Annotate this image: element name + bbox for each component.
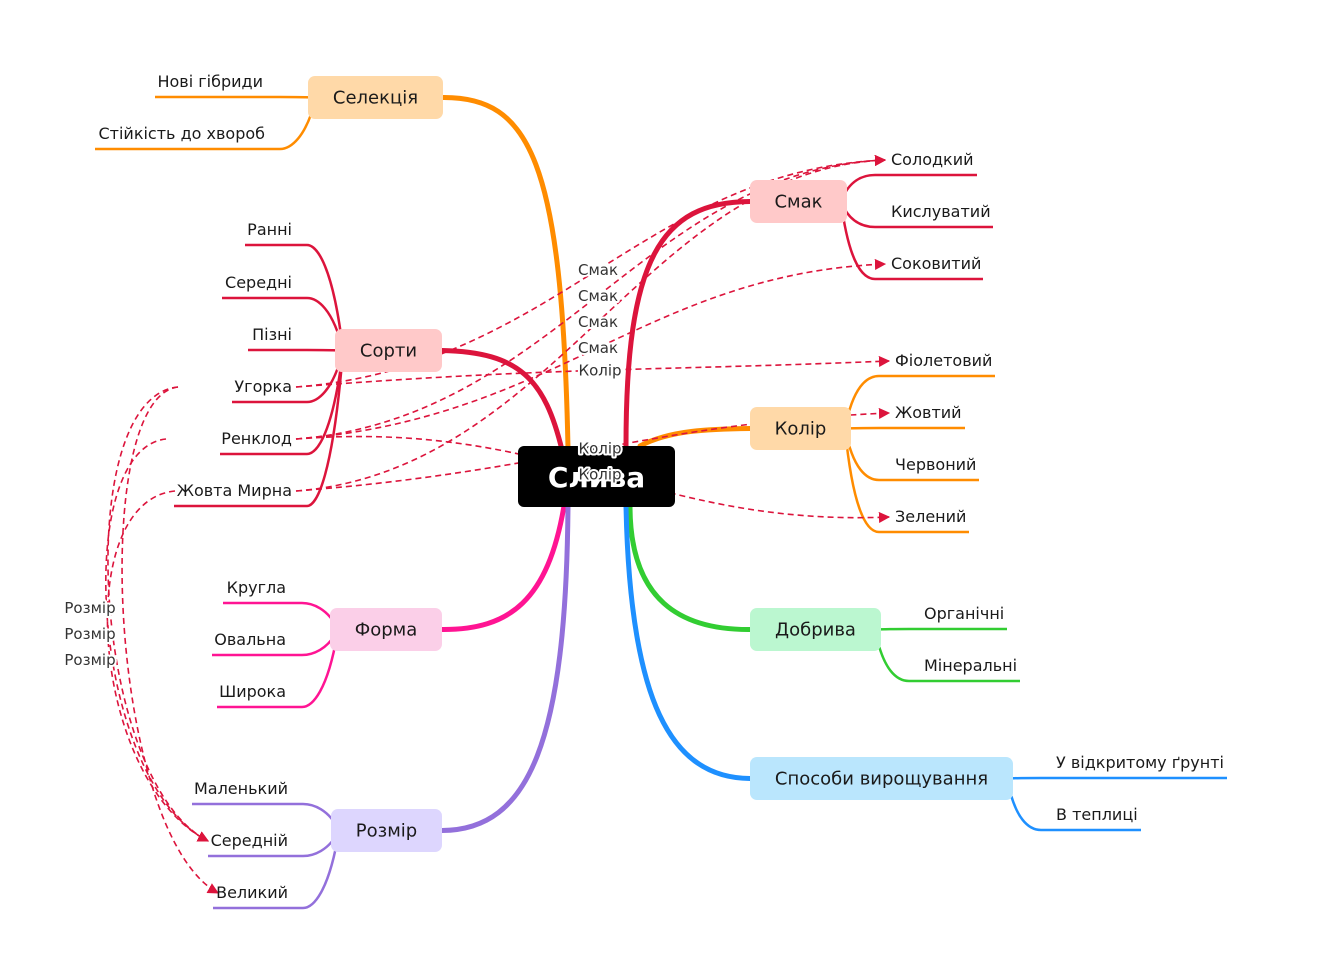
relation-4[interactable] — [295, 355, 891, 388]
topic-fertilizers-box — [750, 608, 881, 651]
leaf-selection-1[interactable]: Стійкість до хвороб — [98, 124, 265, 143]
leaf-color-1[interactable]: Жовтий — [895, 403, 962, 422]
leaf-color-2[interactable]: Червоний — [895, 455, 976, 474]
leaf-varieties-2[interactable]: Пізні — [252, 325, 292, 344]
topic-methods-label: Способи вирощування — [775, 769, 988, 790]
connector-methods-0 — [1006, 776, 1227, 780]
relation-3-label: Смак — [578, 339, 618, 357]
leaf-shape-1[interactable]: Овальна — [214, 630, 286, 649]
topic-color-label: Колір — [775, 419, 827, 440]
branch-varieties — [439, 348, 565, 453]
root-node[interactable]: Слива — [518, 446, 675, 507]
topic-size-box — [331, 809, 442, 852]
topic-methods[interactable]: Способи вирощування — [750, 757, 1013, 800]
topic-size-label: Розмір — [356, 821, 417, 842]
leaf-fertilizers-0[interactable]: Органічні — [924, 604, 1004, 623]
branch-color — [637, 426, 753, 449]
branch-shape — [439, 503, 567, 633]
leaf-size-2[interactable]: Великий — [216, 883, 288, 902]
relation-9[interactable] — [106, 490, 209, 842]
leaf-taste-2[interactable]: Соковитий — [891, 254, 981, 273]
relation-1-label: Смак — [578, 287, 618, 305]
connector-varieties-2 — [248, 348, 344, 352]
topic-selection-box — [308, 76, 443, 119]
relation-7-label: Розмір — [64, 599, 115, 617]
connector-size-0 — [192, 802, 341, 832]
topic-methods-box — [750, 757, 1013, 800]
leaf-size-0[interactable]: Маленький — [194, 779, 288, 798]
topic-varieties-box — [335, 329, 442, 372]
topic-taste-label: Смак — [774, 192, 822, 213]
connector-fertilizers-0 — [874, 627, 1007, 631]
leaf-methods-0[interactable]: У відкритому ґрунті — [1056, 753, 1224, 772]
branch-taste — [623, 199, 753, 449]
leaf-color-0[interactable]: Фіолетовий — [895, 351, 992, 370]
leaf-taste-0[interactable]: Солодкий — [891, 150, 974, 169]
leaf-shape-0[interactable]: Кругла — [227, 578, 286, 597]
leaf-varieties-5[interactable]: Жовта Мирна — [177, 481, 292, 500]
root-label: Слива — [548, 461, 645, 494]
leaf-varieties-3[interactable]: Угорка — [234, 377, 292, 396]
connector-color-1 — [844, 426, 965, 430]
leaf-methods-1[interactable]: В теплиці — [1056, 805, 1138, 824]
relation-7[interactable] — [107, 386, 209, 842]
connector-color-3 — [843, 428, 969, 534]
topic-varieties[interactable]: Сорти — [335, 329, 442, 372]
topic-selection-label: Селекція — [333, 88, 418, 109]
leaf-selection-0[interactable]: Нові гібриди — [157, 72, 263, 91]
connector-shape-0 — [223, 601, 340, 631]
relation-10[interactable] — [121, 386, 219, 894]
relation-8[interactable] — [105, 438, 209, 842]
branch-methods — [623, 503, 753, 781]
relation-2-label: Смак — [578, 313, 618, 331]
leaf-size-1[interactable]: Середній — [211, 831, 288, 850]
connector-varieties-0 — [245, 243, 345, 351]
topic-color-box — [750, 407, 851, 450]
leaf-varieties-4[interactable]: Ренклод — [221, 429, 292, 448]
branch-selection — [440, 94, 571, 451]
relation-10-label: Розмір — [64, 599, 115, 617]
leaf-shape-2[interactable]: Широка — [219, 682, 286, 701]
leaf-color-3[interactable]: Зелений — [895, 507, 966, 526]
topic-shape[interactable]: Форма — [330, 608, 442, 651]
relation-1[interactable] — [295, 154, 887, 440]
relation-9-label: Розмір — [64, 651, 115, 669]
leaf-varieties-1[interactable]: Середні — [225, 273, 292, 292]
relation-5-label: Колір — [578, 439, 621, 457]
relation-6[interactable] — [295, 435, 891, 524]
branch-fertilizers — [627, 503, 753, 633]
topic-fertilizers[interactable]: Добрива — [750, 608, 881, 651]
topic-color[interactable]: Колір — [750, 407, 851, 450]
relation-8-label: Розмір — [64, 625, 115, 643]
connector-taste-0 — [839, 173, 977, 202]
root-box — [518, 446, 675, 507]
leaf-taste-1[interactable]: Кислуватий — [891, 202, 991, 221]
topic-taste[interactable]: Смак — [750, 180, 847, 223]
relation-3[interactable] — [295, 258, 887, 440]
connector-varieties-4 — [220, 350, 345, 456]
connector-selection-0 — [155, 95, 317, 99]
topic-size[interactable]: Розмір — [331, 809, 442, 852]
connector-varieties-5 — [174, 350, 345, 508]
topic-shape-box — [330, 608, 442, 651]
topic-selection[interactable]: Селекція — [308, 76, 443, 119]
branch-size — [439, 503, 571, 833]
topic-fertilizers-label: Добрива — [775, 620, 856, 641]
leaf-varieties-0[interactable]: Ранні — [247, 220, 292, 239]
leaf-fertilizers-1[interactable]: Мінеральні — [924, 656, 1017, 675]
topic-taste-box — [750, 180, 847, 223]
relation-0-label: Смак — [578, 261, 618, 279]
topic-varieties-label: Сорти — [360, 341, 417, 362]
relation-6-label: Колір — [578, 465, 621, 483]
topic-shape-label: Форма — [355, 620, 418, 641]
relation-4-label: Колір — [578, 361, 621, 379]
